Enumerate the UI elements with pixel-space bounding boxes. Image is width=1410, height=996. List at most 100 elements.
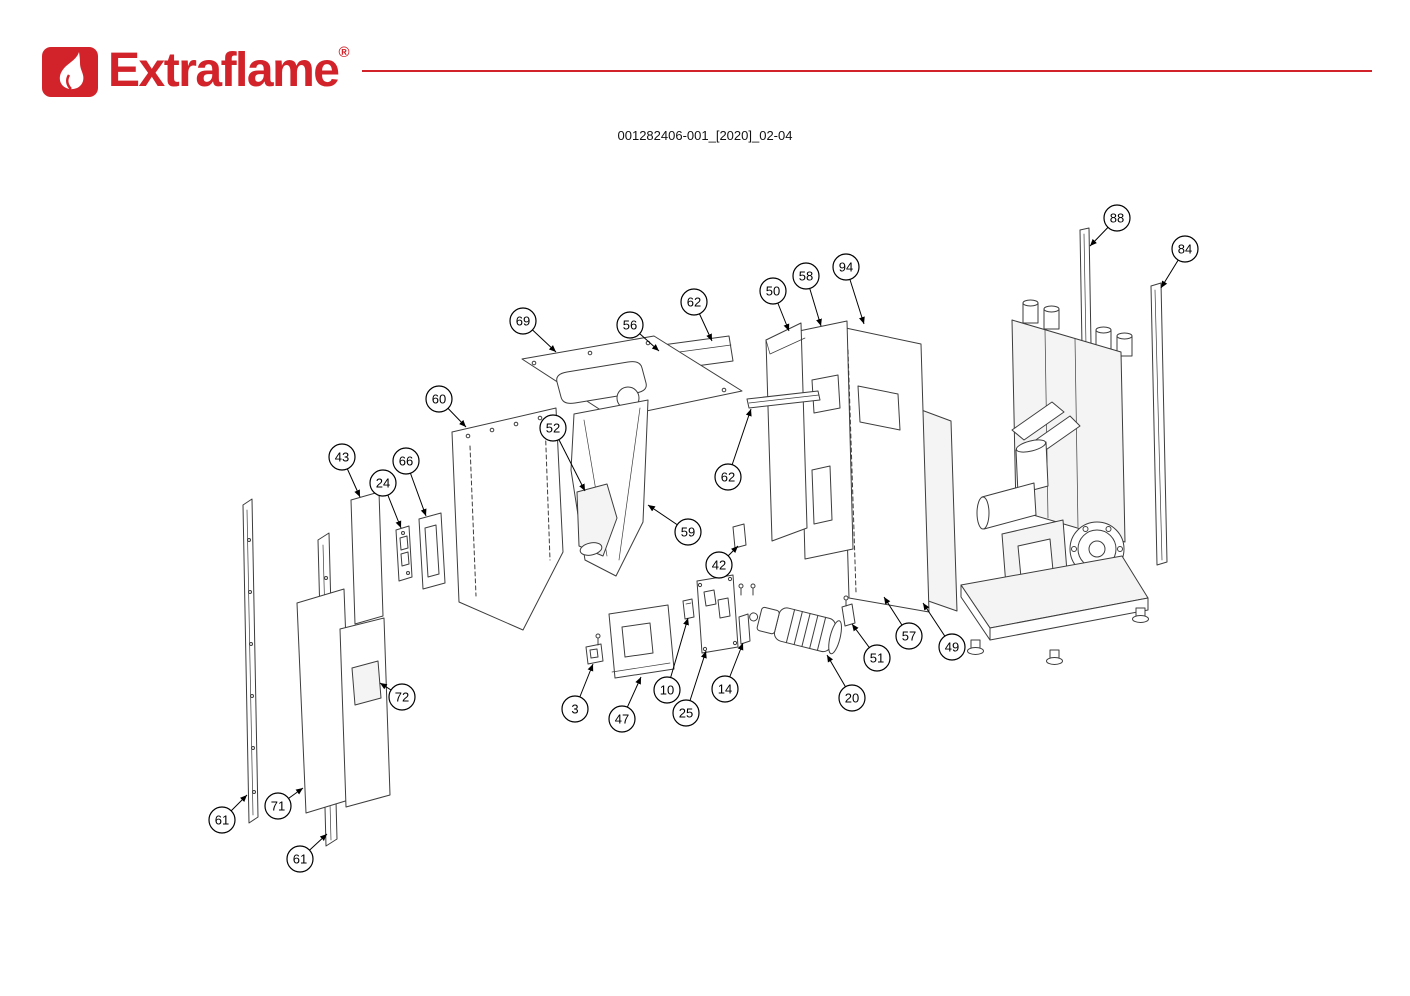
balloon-circle <box>608 705 636 733</box>
part-24-bracket <box>395 525 413 582</box>
part-14-bracket <box>738 613 751 645</box>
document-title: 001282406-001_[2020]_02-04 <box>617 128 793 143</box>
balloon-number: 24 <box>376 476 390 491</box>
balloon-circle <box>328 443 356 471</box>
part-balloon-61: 61 <box>208 794 248 834</box>
balloon-circle <box>863 644 891 672</box>
balloon-number: 25 <box>679 706 693 721</box>
balloon-number: 42 <box>712 558 726 573</box>
part-62-rail <box>746 390 821 409</box>
balloon-number: 43 <box>335 450 349 465</box>
balloon-number: 14 <box>718 682 732 697</box>
balloon-number: 62 <box>687 295 701 310</box>
balloon-number: 60 <box>432 392 446 407</box>
part-balloon-71: 71 <box>264 787 304 820</box>
balloon-circle <box>759 277 787 305</box>
balloon-number: 61 <box>215 813 229 828</box>
balloon-number: 88 <box>1110 211 1124 226</box>
part-balloon-57: 57 <box>883 596 923 650</box>
part-84-strip <box>1150 282 1168 566</box>
balloon-circle <box>369 469 397 497</box>
part-balloon-88: 88 <box>1089 204 1131 247</box>
part-balloon-47: 47 <box>608 676 642 733</box>
balloon-circle <box>539 414 567 442</box>
part-balloon-10: 10 <box>653 617 689 704</box>
brand-name: Extraflame <box>108 44 340 97</box>
balloon-circle <box>792 262 820 290</box>
part-balloon-69: 69 <box>509 307 557 353</box>
extraflame-logo: Extraflame ® <box>38 42 350 100</box>
part-42-clip <box>732 523 747 549</box>
balloon-circle <box>714 463 742 491</box>
part-69-top-cover <box>521 335 743 419</box>
balloon-number: 72 <box>395 690 409 705</box>
part-balloon-56: 56 <box>616 311 660 352</box>
part-balloon-20: 20 <box>826 654 866 712</box>
balloon-number: 20 <box>845 691 859 706</box>
main-body-assembly <box>960 299 1149 665</box>
balloon-number: 57 <box>902 629 916 644</box>
part-balloon-62: 62 <box>680 288 713 342</box>
part-61-left-strip <box>242 498 259 824</box>
part-balloon-62: 62 <box>714 408 752 491</box>
part-balloon-58: 58 <box>792 262 822 327</box>
balloon-number: 58 <box>799 269 813 284</box>
balloon-number: 47 <box>615 712 629 727</box>
balloon-number: 49 <box>945 640 959 655</box>
balloon-circle <box>895 622 923 650</box>
part-balloon-3: 3 <box>561 663 594 723</box>
balloon-circle <box>838 684 866 712</box>
part-20-gear-motor <box>749 606 842 655</box>
artwork <box>242 227 1168 847</box>
header: Extraflame ® <box>38 42 1372 100</box>
balloon-circle <box>832 253 860 281</box>
balloon-circle <box>680 288 708 316</box>
part-3-switch <box>585 643 604 665</box>
balloon-circle <box>1171 235 1199 263</box>
balloon-circle <box>653 676 681 704</box>
balloon-circle <box>388 683 416 711</box>
part-10-connector <box>682 598 695 620</box>
part-balloon-66: 66 <box>392 447 427 517</box>
balloon-circle <box>674 518 702 546</box>
balloon-circle <box>616 311 644 339</box>
balloon-number: 56 <box>623 318 637 333</box>
balloon-number: 52 <box>546 421 560 436</box>
balloon-circle <box>286 845 314 873</box>
registered-mark: ® <box>338 44 350 61</box>
balloon-number: 50 <box>766 284 780 299</box>
part-balloon-61: 61 <box>286 833 328 873</box>
balloon-circle <box>392 447 420 475</box>
part-balloon-52: 52 <box>539 414 586 492</box>
flame-icon <box>42 47 98 97</box>
balloon-circle <box>711 675 739 703</box>
part-balloon-43: 43 <box>328 443 361 498</box>
part-72-insulation-panel <box>351 660 382 706</box>
balloon-number: 59 <box>681 525 695 540</box>
balloon-circle <box>1103 204 1131 232</box>
balloon-number: 61 <box>293 852 307 867</box>
part-balloon-51: 51 <box>851 623 891 672</box>
part-52-pellet-chute <box>576 483 618 557</box>
part-balloon-84: 84 <box>1160 235 1199 289</box>
part-47-electronics-box <box>608 604 675 679</box>
balloon-number: 62 <box>721 470 735 485</box>
part-66-display-frame <box>418 512 446 590</box>
balloon-circle <box>208 806 236 834</box>
balloon-circle <box>509 307 537 335</box>
balloon-number: 69 <box>516 314 530 329</box>
balloon-circle <box>561 695 589 723</box>
balloon-circle <box>938 633 966 661</box>
balloon-number: 84 <box>1178 242 1192 257</box>
part-balloon-25: 25 <box>672 650 707 727</box>
balloon-number: 3 <box>571 702 578 717</box>
balloon-circle <box>264 792 292 820</box>
part-94-rear-panel <box>840 326 930 613</box>
part-71-side-panels <box>296 588 391 814</box>
part-51-bracket <box>841 603 856 627</box>
balloon-number: 71 <box>271 799 285 814</box>
